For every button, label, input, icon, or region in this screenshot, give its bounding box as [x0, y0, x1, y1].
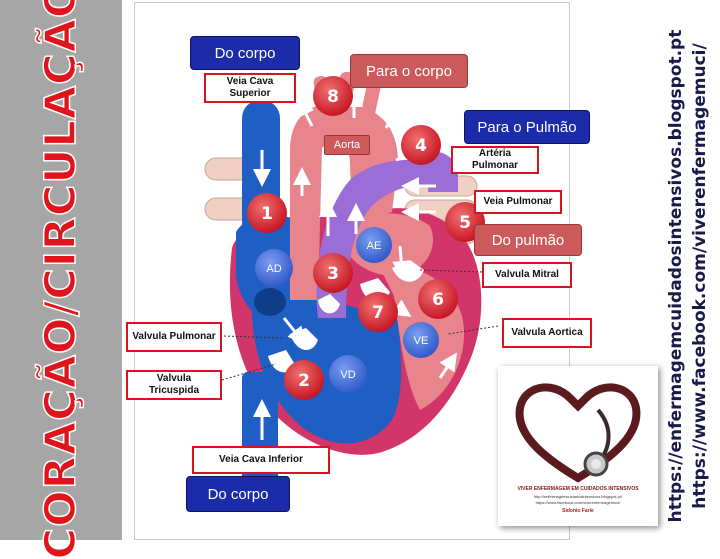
label-veia-cava-inferior: Veia Cava Inferior [192, 446, 330, 474]
leader-lines [221, 269, 499, 381]
side-strip [0, 0, 122, 540]
logo-url-2: https://www.facebook.com/viverenfermagem… [535, 500, 621, 505]
step-6-circle [418, 279, 458, 319]
chamber-ve-bubble [403, 322, 439, 358]
label-do-corpo-top: Do corpo [190, 36, 300, 70]
step-5-label: 5 [459, 213, 471, 233]
step-8-circle [313, 76, 353, 116]
label-do-corpo-bottom: Do corpo [186, 476, 290, 512]
pulmonary-artery-branch [428, 151, 458, 192]
label-valvula-pulmonar: Valvula Pulmonar [126, 322, 222, 352]
chamber-ae-label: AE [367, 240, 382, 252]
chamber-vd-label: VD [340, 369, 355, 381]
logo-card: VIVER ENFERMAGEM EM CUIDADOS INTENSIVOS … [498, 366, 658, 526]
chamber-ae-bubble [356, 227, 392, 263]
label-para-o-corpo: Para o corpo [350, 54, 468, 88]
label-veia-pulmonar: Veia Pulmonar [474, 190, 562, 214]
step-4-label: 4 [415, 136, 427, 156]
label-veia-cava-superior: Veia Cava Superior [204, 73, 296, 103]
logo-url-1: http://enfermagemcuidadosintensivos.blog… [533, 494, 623, 499]
step-6-label: 6 [432, 290, 444, 310]
step-7-circle [358, 292, 398, 332]
chamber-ad-label: AD [266, 263, 281, 275]
chamber-layer: AD AE VD VE 1 2 3 4 5 6 7 8 [247, 76, 485, 400]
label-para-o-pulmao: Para o Pulmão [464, 110, 590, 144]
label-valvula-mitral: Valvula Mitral [482, 262, 572, 288]
step-4-circle [401, 125, 441, 165]
chamber-ad-bubble [255, 249, 293, 287]
label-arteria-pulmonar: Artéria Pulmonar [451, 146, 539, 174]
blog-url[interactable]: https://enfermagemcuidadosintensivos.blo… [666, 29, 686, 523]
step-2-circle [284, 360, 324, 400]
label-valvula-tricuspida: Valvula Tricuspida [126, 370, 222, 400]
chamber-ve-label: VE [414, 335, 429, 347]
step-7-label: 7 [372, 303, 384, 323]
logo-author: Sidonio Farie [562, 508, 594, 514]
step-3-circle [313, 253, 353, 293]
step-2-label: 2 [298, 371, 310, 391]
pulmonary-trunk [316, 159, 456, 318]
aorta-arch [290, 102, 398, 300]
step-8-label: 8 [327, 87, 339, 107]
label-valvula-aortica: Valvula Aortica [502, 318, 592, 348]
chamber-vd-bubble [329, 355, 367, 393]
coronary-sinus [254, 288, 286, 316]
logo-title: VIVER ENFERMAGEM EM CUIDADOS INTENSIVOS [517, 486, 639, 492]
facebook-url[interactable]: https://www.facebook.com/viverenfermagem… [690, 43, 710, 509]
aorta-tag: Aorta [324, 135, 370, 155]
step-3-label: 3 [327, 264, 339, 284]
step-1-label: 1 [261, 204, 273, 224]
label-do-pulmao: Do pulmão [474, 224, 582, 256]
stethoscope-heart-icon [515, 383, 641, 483]
step-1-circle [247, 193, 287, 233]
